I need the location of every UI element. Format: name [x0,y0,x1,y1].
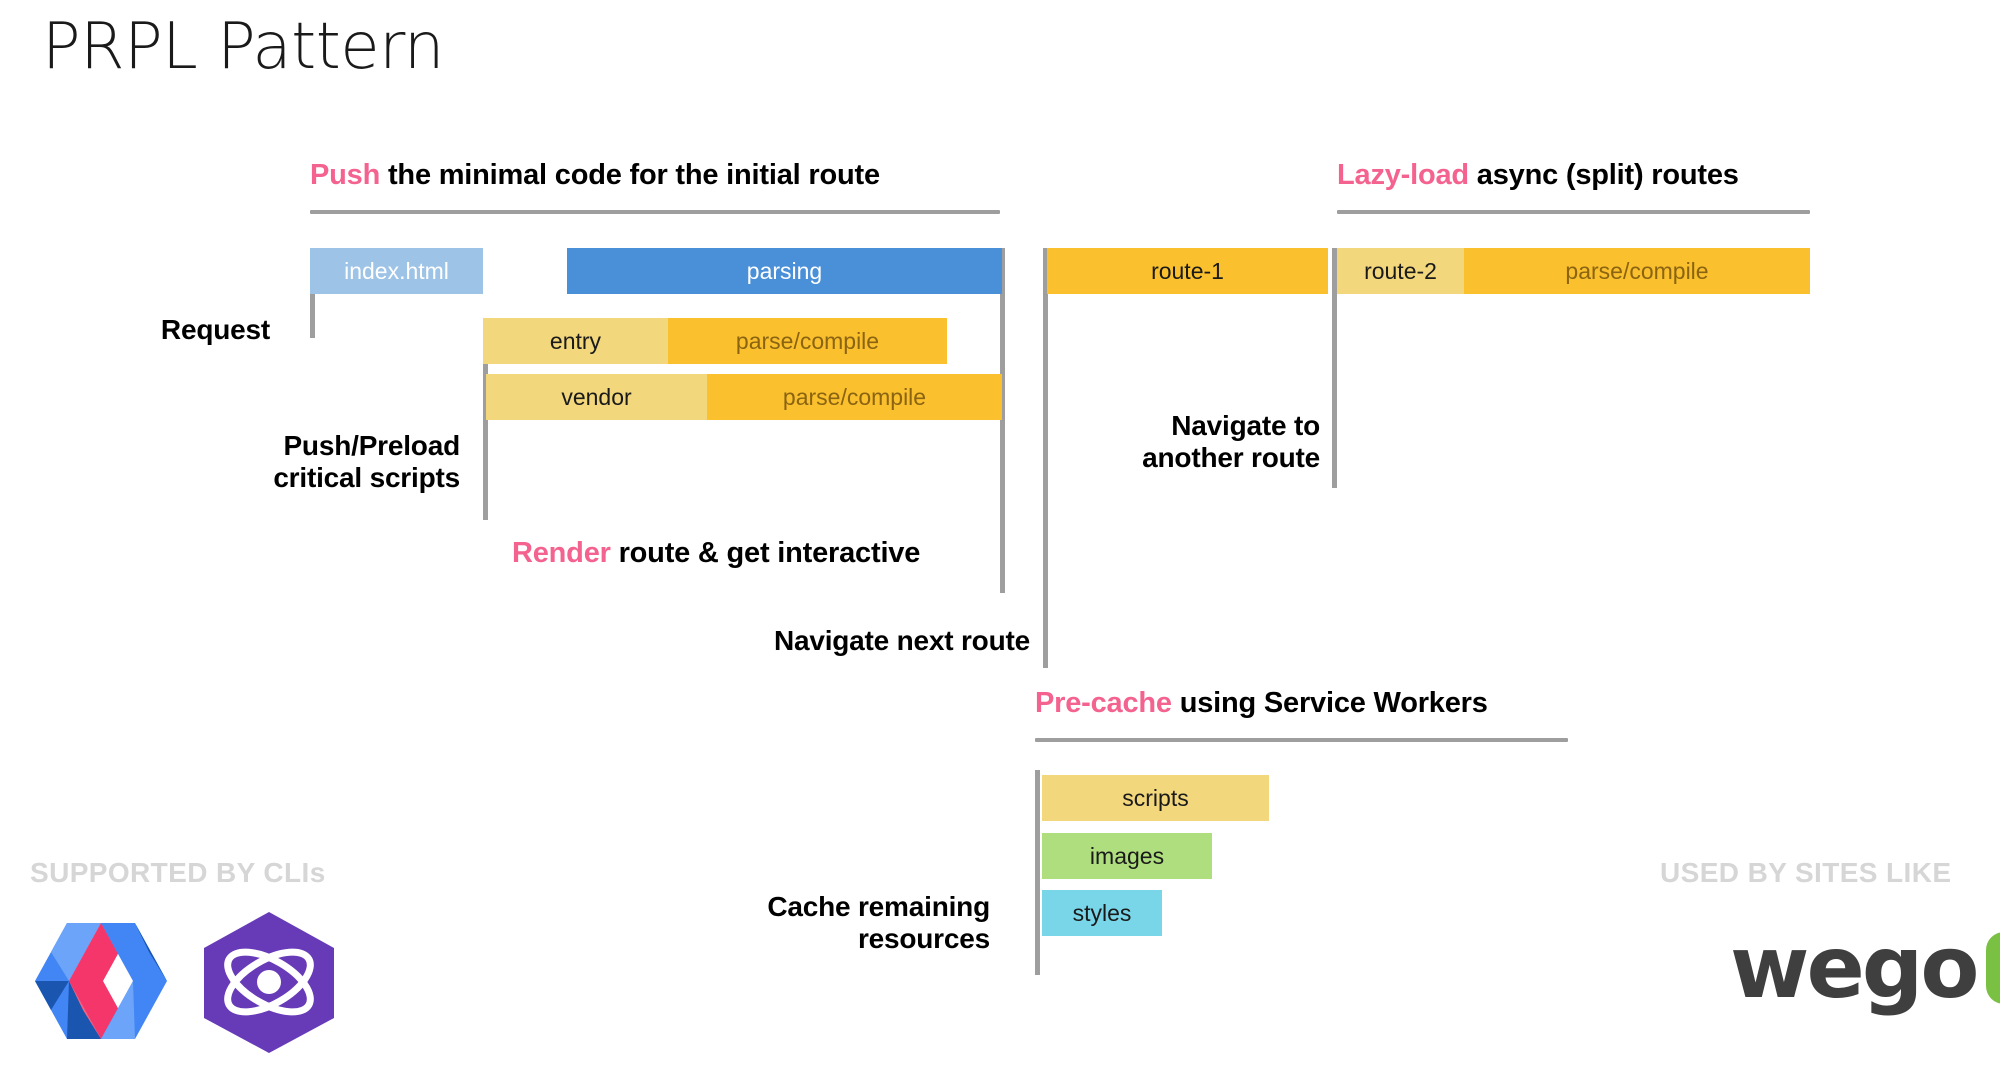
wego-wordmark: wego [1730,918,1979,1018]
bar-parsing[interactable]: parsing [567,248,1002,294]
row-label-cache-remaining: Cache remaining resources [690,891,990,955]
bar-route-1[interactable]: route-1 [1047,248,1328,294]
bar-entry[interactable]: entry parse/compile [483,318,947,364]
row-label-push-preload-line2: critical scripts [273,461,460,493]
row-label-navigate-another-line1: Navigate to [1171,410,1320,441]
section-heading-lazy: Lazy-load async (split) routes [1337,159,1739,192]
footer-caption-used-by: USED BY SITES LIKE [1660,857,1952,888]
row-label-request: Request [160,314,270,345]
section-rest-render: route & get interactive [610,537,921,569]
section-rest-lazy: async (split) routes [1468,159,1739,191]
page-title: PRPL Pattern [42,10,444,84]
section-keyword-precache: Pre-cache [1035,687,1172,719]
section-rule-lazy [1337,210,1810,214]
wego-logo: wego [1730,925,2000,1011]
section-heading-render: Render route & get interactive [512,537,920,570]
bar-styles[interactable]: styles [1042,890,1162,936]
row-label-cache-line2: resources [857,922,990,954]
section-rule-push [310,210,1000,214]
bar-vendor[interactable]: vendor parse/compile [486,374,1002,420]
axis-tick-route1 [1043,248,1048,488]
bar-scripts[interactable]: scripts [1042,775,1269,821]
bar-segment-route-2: route-2 [1337,248,1464,294]
row-label-navigate-next: Navigate next route [773,625,1030,656]
section-rule-precache [1035,738,1568,742]
section-keyword-lazy: Lazy-load [1337,159,1469,191]
row-label-navigate-another: Navigate to another route [1080,410,1320,474]
bar-images[interactable]: images [1042,833,1212,879]
section-rest-precache: using Service Workers [1171,687,1488,719]
footer-caption-supported-by: SUPPORTED BY CLIs [30,857,326,888]
bar-segment-route-2-parse-compile: parse/compile [1464,248,1810,294]
bar-segment-scripts: scripts [1042,775,1269,821]
polymer-logo-icon [35,922,167,1045]
bar-segment-vendor: vendor [486,374,707,420]
preact-atom-logo-icon [200,910,338,1060]
row-label-cache-line1: Cache remaining [767,891,990,922]
bar-route-2[interactable]: route-2 parse/compile [1337,248,1810,294]
bar-segment-index-html: index.html [310,248,483,294]
section-keyword-render: Render [512,537,611,569]
section-heading-push: Push the minimal code for the initial ro… [310,159,880,192]
axis-tick-cache [1035,770,1040,975]
section-heading-precache: Pre-cache using Service Workers [1035,687,1488,720]
axis-tick-render [1000,248,1005,593]
bar-index-html[interactable]: index.html [310,248,483,294]
bar-segment-styles: styles [1042,890,1162,936]
axis-tick-push-preload [483,330,488,520]
bar-segment-vendor-parse-compile: parse/compile [707,374,1002,420]
wego-airplane-badge-icon [1986,932,2000,1004]
bar-segment-entry-parse-compile: parse/compile [668,318,947,364]
section-keyword-push: Push [310,159,381,191]
bar-segment-images: images [1042,833,1212,879]
row-label-push-preload: Push/Preload critical scripts [120,430,460,494]
row-label-push-preload-line1: Push/Preload [283,430,460,461]
bar-segment-entry: entry [483,318,668,364]
bar-segment-route-1: route-1 [1047,248,1328,294]
section-rest-push: the minimal code for the initial route [380,159,880,191]
bar-segment-parsing: parsing [567,248,1002,294]
axis-tick-route2 [1332,248,1337,488]
row-label-navigate-another-line2: another route [1142,441,1320,473]
